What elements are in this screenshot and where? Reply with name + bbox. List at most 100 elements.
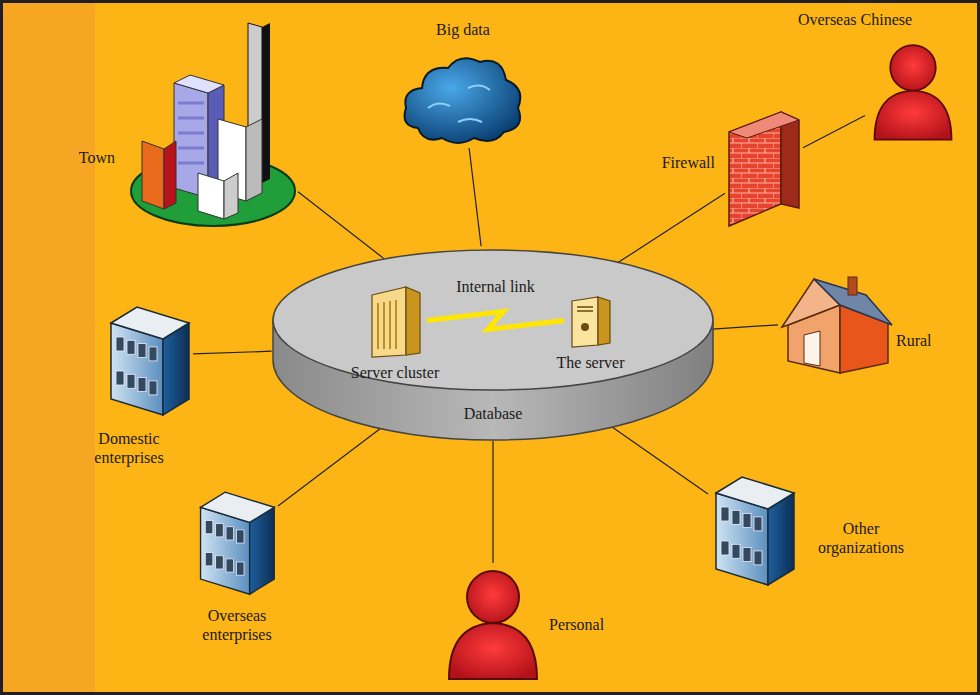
diagram-node: Rural (778, 265, 893, 377)
node-label: Database (433, 404, 553, 423)
drawing-part (226, 559, 234, 572)
drawing-part (138, 344, 146, 358)
connector-line (611, 426, 708, 494)
drawing-part (226, 527, 234, 540)
drawing-part (201, 492, 275, 522)
drawing-part (743, 548, 751, 562)
drawing-part (577, 307, 593, 311)
drawing-part (732, 544, 740, 558)
connector-line (713, 325, 778, 329)
drawing-part (721, 507, 729, 521)
diagram-node: Personal (443, 563, 543, 683)
node-label: Rural (896, 331, 956, 350)
node-label: Overseas enterprises (181, 606, 293, 644)
building-icon (103, 293, 193, 418)
building-icon (708, 463, 798, 588)
town-icon (128, 23, 298, 228)
drawing-part (111, 307, 189, 339)
drawing-part (116, 371, 124, 385)
drawing-part (149, 381, 157, 395)
node-label: Big data (393, 20, 533, 39)
server-icon (568, 293, 613, 348)
drawing-part (406, 287, 420, 355)
drawing-part (262, 23, 270, 183)
drawing-part (138, 378, 146, 392)
drawing-part (781, 112, 799, 208)
house-icon (778, 265, 893, 377)
drawing-part (216, 524, 224, 537)
drawing-part (598, 297, 610, 345)
drawing-part (405, 58, 521, 143)
diagram-node: Overseas Chinese (865, 38, 961, 143)
node-label: Overseas Chinese (785, 10, 925, 29)
diagram-node: Server cluster (368, 283, 423, 358)
drawing-part (428, 85, 490, 122)
connector-line (193, 351, 272, 354)
drawing-part (743, 514, 751, 528)
drawing-part (164, 141, 176, 209)
connector-line (427, 312, 564, 330)
node-label: Server cluster (330, 363, 460, 382)
diagram-node: The server (568, 293, 613, 348)
node-label: The server (538, 353, 643, 372)
connector-line (492, 441, 493, 563)
connector-line (298, 192, 384, 259)
drawing-part (754, 517, 762, 531)
drawing-part (449, 623, 537, 679)
building-icon (193, 478, 278, 598)
drawing-part (273, 250, 713, 390)
drawing-part (236, 530, 244, 543)
drawing-part (721, 541, 729, 555)
diagram-node: Domestic enterprises (103, 293, 193, 418)
left-band (3, 3, 95, 692)
node-label: Domestic enterprises (73, 429, 185, 467)
drawing-part (127, 374, 135, 388)
drawing-part (729, 112, 799, 138)
drawing-part (732, 510, 740, 524)
drawing-part (581, 323, 589, 331)
edge-label: Internal link (456, 277, 535, 296)
drawing-part (372, 287, 406, 357)
drawing-part (149, 347, 157, 361)
connector-line (618, 193, 725, 263)
drawing-part (205, 521, 213, 534)
diagram-node: Other organizations (708, 463, 798, 588)
drawing-part (716, 477, 794, 509)
diagram-node: Town (128, 23, 298, 228)
drawing-part (236, 562, 244, 575)
drawing-part (127, 340, 135, 354)
diagram-node: Overseas enterprises (193, 478, 278, 598)
person-icon (443, 563, 543, 683)
drawing-part (178, 103, 204, 163)
drawing-part (804, 331, 820, 366)
person-icon (865, 38, 961, 143)
drawing-part (205, 553, 213, 566)
connector-line (803, 115, 865, 147)
drawing-part (378, 300, 396, 349)
drawing-part (142, 141, 164, 209)
server-cluster-icon (368, 283, 423, 358)
connector-line (278, 428, 381, 506)
node-label: Personal (549, 615, 629, 634)
drawing-part (198, 173, 224, 219)
drawing-part (848, 277, 857, 295)
drawing-part (174, 75, 224, 93)
diagram-node: DatabaseServer clusterThe serverInternal… (271, 248, 715, 443)
drawing-part (216, 556, 224, 569)
drawing-part (890, 45, 936, 91)
node-label: Other organizations (806, 519, 916, 557)
cloud-icon (398, 48, 528, 148)
drawing-part (224, 173, 238, 219)
node-label: Town (55, 148, 115, 167)
drawing-part (875, 91, 952, 140)
drawing-part (467, 571, 519, 623)
diagram-node: Firewall (725, 108, 803, 228)
drawing-part (754, 551, 762, 565)
node-label: Firewall (647, 153, 715, 172)
diagram-node: Big data (398, 48, 528, 148)
drawing-part (246, 119, 262, 201)
drawing-part (116, 337, 124, 351)
drawing-part (572, 297, 598, 347)
connector-line (469, 148, 481, 246)
